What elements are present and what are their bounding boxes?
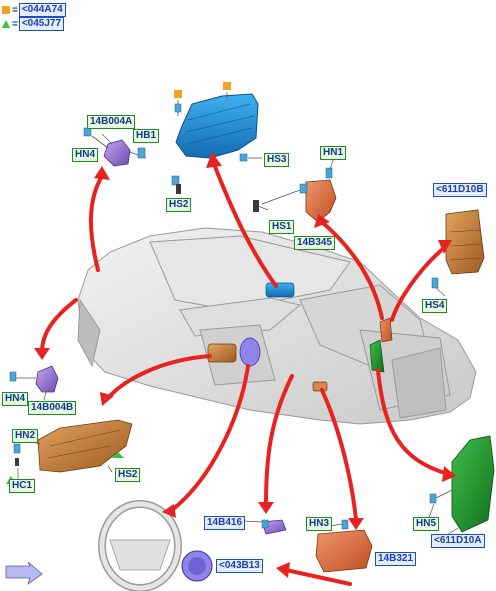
callout-14b345[interactable]: 14B345 bbox=[294, 236, 336, 250]
arrow-to-right-curtain bbox=[390, 246, 446, 322]
callout-hn4-left[interactable]: HN4 bbox=[2, 392, 29, 406]
passenger-airbag-module bbox=[175, 93, 259, 159]
view-direction-arrow-icon bbox=[5, 561, 43, 586]
right-curtain-module bbox=[431, 209, 485, 289]
triangle-legend-icon bbox=[2, 20, 10, 28]
callout-hs1[interactable]: HS1 bbox=[269, 220, 295, 234]
callout-14b004b[interactable]: 14B004B bbox=[28, 401, 77, 415]
callout-hn4-top[interactable]: HN4 bbox=[72, 148, 99, 162]
restraints-module-in-car bbox=[312, 381, 328, 392]
arrow-to-passenger-airbag bbox=[212, 162, 278, 288]
legend-square-marker bbox=[223, 82, 231, 90]
bolt-icon bbox=[176, 184, 181, 194]
legend-row-triangle: = <045J77 bbox=[2, 17, 65, 31]
callout-611d10b[interactable]: <611D10B bbox=[433, 183, 487, 197]
callout-hn2[interactable]: HN2 bbox=[12, 429, 39, 443]
callout-hs2-top[interactable]: HS2 bbox=[166, 198, 192, 212]
steering-wheel bbox=[98, 500, 213, 591]
seat-airbag-module bbox=[429, 435, 495, 533]
callout-hs4[interactable]: HS4 bbox=[422, 299, 448, 313]
legend-row-square: = <044A74 bbox=[2, 3, 66, 17]
pointer-arrows bbox=[40, 162, 450, 586]
arrow-to-seat-airbag bbox=[376, 368, 450, 476]
arrow-to-knee-airbag bbox=[106, 354, 212, 400]
legend-code-label[interactable]: <045J77 bbox=[18, 17, 65, 31]
connector-icon bbox=[174, 103, 182, 113]
vehicle-body bbox=[77, 227, 477, 425]
arrow-driver-airbag-pointer bbox=[284, 568, 352, 586]
callout-14b416[interactable]: 14B416 bbox=[204, 516, 246, 530]
callout-hb1[interactable]: HB1 bbox=[133, 129, 160, 143]
clock-spring-part bbox=[261, 519, 287, 535]
seat-airbag-in-car bbox=[369, 339, 385, 373]
callout-hn3[interactable]: HN3 bbox=[306, 517, 333, 531]
callout-043b13[interactable]: <043B13 bbox=[216, 559, 263, 573]
upper-left-module bbox=[83, 127, 147, 167]
callout-hc1[interactable]: HC1 bbox=[9, 479, 36, 493]
restraints-control-module bbox=[315, 519, 373, 573]
arrow-to-side-module bbox=[320, 220, 384, 320]
callout-hs3[interactable]: HS3 bbox=[264, 153, 290, 167]
arrow-heads bbox=[34, 152, 456, 578]
passenger-airbag-in-car bbox=[265, 282, 295, 298]
arrow-to-steering-wheel bbox=[170, 364, 250, 512]
arrow-to-rcm bbox=[320, 388, 358, 522]
legend-code-label[interactable]: <044A74 bbox=[18, 3, 66, 17]
left-module bbox=[9, 365, 59, 393]
arrow-to-upper-left-module bbox=[89, 174, 104, 272]
callout-hs2-low[interactable]: HS2 bbox=[115, 468, 141, 482]
callout-14b321[interactable]: 14B321 bbox=[375, 552, 417, 566]
square-legend-icon bbox=[2, 6, 10, 14]
legend-square-marker bbox=[174, 90, 182, 98]
callout-hn5[interactable]: HN5 bbox=[413, 517, 440, 531]
driver-airbag-in-car bbox=[239, 337, 261, 367]
arrow-to-left-module bbox=[40, 298, 78, 354]
callout-14b004a[interactable]: 14B004A bbox=[87, 115, 136, 129]
callout-hn1[interactable]: HN1 bbox=[320, 146, 347, 160]
connector-icon bbox=[239, 153, 248, 162]
side-module-in-car bbox=[379, 317, 393, 343]
arrow-to-clock-spring bbox=[264, 374, 294, 506]
side-airbag-module bbox=[253, 167, 337, 223]
knee-airbag-in-car bbox=[207, 343, 237, 363]
callout-611d10a[interactable]: <611D10A bbox=[431, 534, 485, 548]
connector-icon bbox=[171, 175, 180, 186]
